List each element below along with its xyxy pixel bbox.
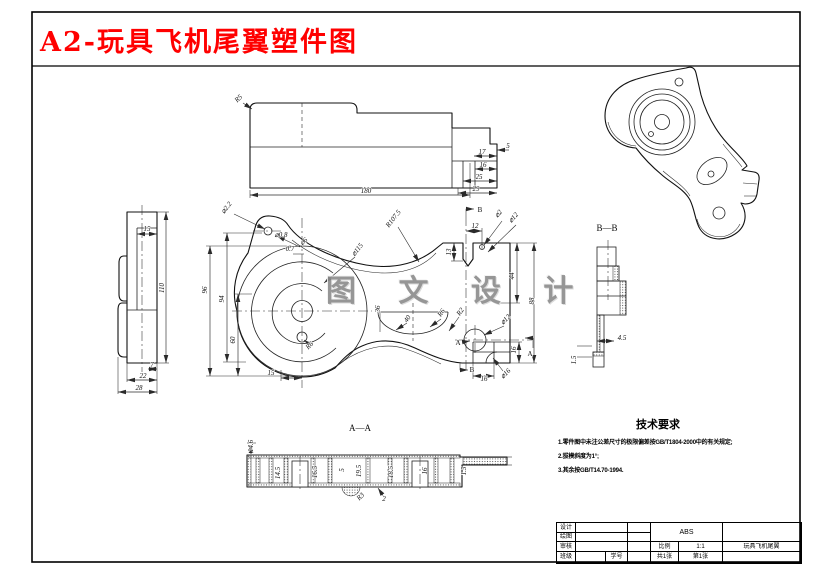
dimension-label: 28 — [136, 384, 144, 392]
dimension-label: 12 — [472, 222, 480, 230]
dimension-label: 36 — [374, 305, 382, 314]
dimension-label: 180 — [361, 187, 372, 195]
dimension-label: 19.5 — [355, 464, 363, 477]
title-block-empty-cell — [628, 533, 651, 542]
dimension-label: 25 — [476, 173, 484, 181]
dimension-label: 60 — [229, 336, 237, 344]
title-block-empty-cell — [576, 552, 606, 563]
top-profile-view — [242, 102, 509, 198]
section-label-bb: B—B — [596, 223, 617, 233]
dimension-label: ⌀12 — [499, 312, 513, 326]
title-block-empty-cell — [723, 523, 801, 542]
technical-requirement-line: 1.零件图中未注公差尺寸的极限偏差按GB/T1804-2000中的有关规定; — [558, 440, 733, 446]
dimension-label: 4.5 — [618, 334, 627, 342]
front-view — [206, 206, 537, 388]
dimension-label: 94 — [218, 295, 226, 303]
dimension-label: 16 — [480, 161, 488, 169]
dimension-label: A — [527, 350, 532, 358]
dimension-label: ⌀2.2 — [219, 200, 234, 216]
dimension-label: B — [478, 206, 483, 214]
dimension-label: 17 — [479, 148, 487, 156]
dimension-label: ⌀115 — [350, 241, 365, 258]
title-block-sheet-index: 第1张 — [679, 552, 723, 563]
section-a-a-view — [246, 442, 512, 498]
title-block-scale-label: 比例 — [651, 542, 679, 552]
dimension-label: R5 — [232, 93, 244, 105]
dimension-label: 2 — [382, 495, 386, 503]
title-block-part-name: 玩具飞机尾翼 — [723, 542, 801, 552]
dimension-label: R107.5 — [383, 208, 403, 230]
dimension-label: 110 — [158, 283, 166, 293]
technical-requirement-line: 2.拔模斜度为1°; — [558, 454, 599, 460]
isometric-view — [604, 66, 760, 240]
title-block-scale-value: 1:1 — [679, 542, 723, 552]
dimension-label: 13 — [445, 248, 453, 256]
dimension-label: 88 — [528, 297, 536, 305]
dimension-label: ⌀0.8 — [275, 231, 288, 239]
title-block-empty-cell — [628, 542, 651, 552]
watermark: 图 文 设 计 — [326, 274, 590, 309]
title-block-check-label: 审核 — [557, 542, 576, 552]
left-side-view — [117, 205, 169, 395]
dimension-label: 16 — [510, 346, 518, 354]
dimension-label: ⌀2 — [493, 208, 504, 219]
dimension-label: 14.5 — [274, 466, 282, 479]
dimension-label: 5 — [338, 468, 346, 472]
dimension-label: A — [455, 339, 460, 347]
title-block-empty-cell — [628, 552, 651, 563]
dimension-label: 40 — [402, 313, 413, 324]
title-block-draft-label: 绘图 — [557, 533, 576, 542]
title-block-class-label: 班级 — [557, 552, 576, 563]
dimension-label: 18.5 — [387, 465, 395, 478]
title-block-empty-cell — [576, 533, 628, 542]
dimension-label: 14.6 — [247, 439, 255, 452]
dimension-label: 0.7 — [286, 245, 295, 253]
dimension-label: B — [470, 366, 475, 374]
title-block-material: ABS — [651, 523, 723, 542]
technical-requirement-line: 3.其余按GB/T14.70-1994. — [558, 468, 624, 474]
technical-requirements-title: 技术要求 — [636, 419, 680, 431]
dimension-label: 44 — [508, 272, 516, 280]
sheet-frame — [31, 11, 801, 563]
section-label-aa: A—A — [349, 423, 371, 433]
title-block-empty-cell — [576, 523, 628, 533]
dimension-label: 16 — [481, 375, 489, 383]
dimension-label: 15 — [144, 225, 152, 233]
sheet-title: A2-玩具飞机尾翼塑件图 — [40, 27, 358, 58]
dimension-label: 1.5 — [460, 466, 468, 475]
dimension-label: 29 — [473, 185, 481, 193]
dimension-label: 22 — [140, 372, 148, 380]
dimension-label: 5 — [506, 142, 510, 150]
dimension-label: ⌀12 — [507, 210, 521, 224]
dimension-label: 7 — [150, 361, 154, 369]
dimension-label: 16.5 — [311, 465, 319, 478]
dimension-label: 96 — [201, 286, 209, 294]
title-block-empty-cell — [723, 552, 801, 563]
title-block-empty-cell — [576, 542, 628, 552]
technical-requirements: 技术要求 1.零件图中未注公差尺寸的极限偏差按GB/T1804-2000中的有关… — [558, 416, 804, 474]
dimension-label: 16 — [421, 467, 429, 475]
section-b-b-view — [577, 240, 627, 368]
title-block-empty-cell — [628, 523, 651, 533]
title-block: 设计 绘图 审核 班级 学号 ABS 比例 1:1 玩具飞机尾翼 共1张 第1张 — [556, 522, 802, 564]
title-block-student-no-label: 学号 — [606, 552, 628, 563]
dimension-label: 1.5 — [570, 355, 578, 364]
dimension-label: 15 — [268, 369, 276, 377]
title-block-design-label: 设计 — [557, 523, 576, 533]
title-block-sheet-count: 共1张 — [651, 552, 679, 563]
